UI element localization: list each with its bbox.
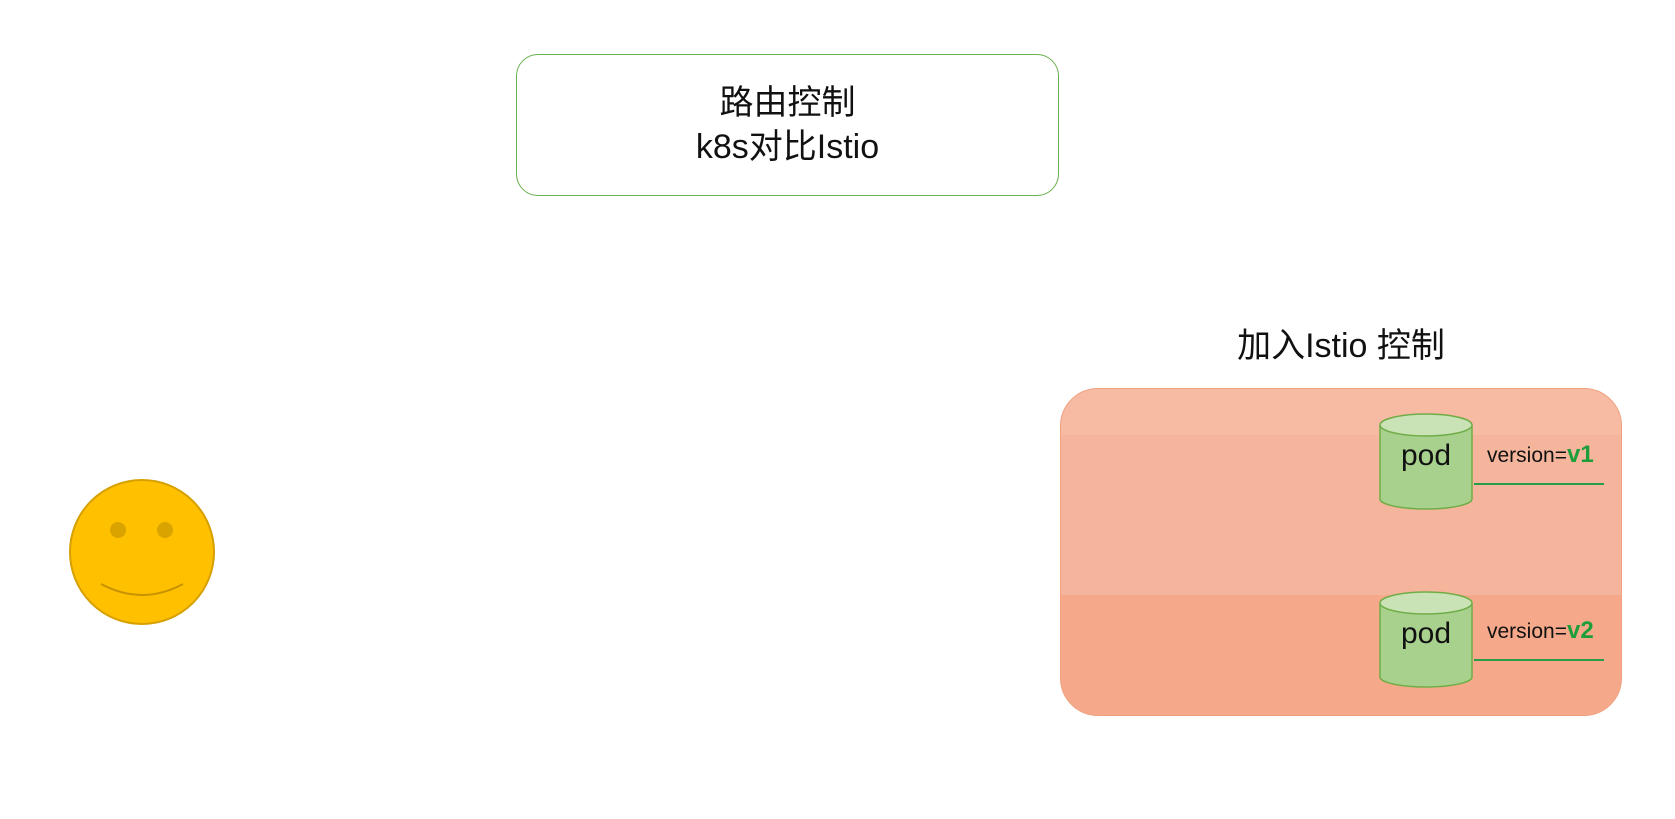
version-label: version=v2 xyxy=(1487,617,1594,645)
region-title: 加入Istio 控制 xyxy=(1237,327,1445,365)
version-label: version=v1 xyxy=(1487,441,1594,469)
version-value: v1 xyxy=(1566,441,1594,468)
title-line-2: k8s对比Istio xyxy=(695,128,880,166)
pod-label: pod xyxy=(1400,617,1452,650)
version-prefix: version= xyxy=(1487,444,1567,467)
smiley-face-icon xyxy=(69,479,215,625)
title-line-1: 路由控制 xyxy=(719,84,856,122)
version-prefix: version= xyxy=(1487,620,1567,643)
istio-region: pod version=v1 pod version=v2 xyxy=(1060,388,1622,716)
title-box: 路由控制 k8s对比Istio xyxy=(516,54,1059,196)
pod-cylinder-icon xyxy=(1379,591,1473,688)
pod-cylinder-icon xyxy=(1379,413,1473,510)
version-connector-line xyxy=(1474,483,1604,485)
pod-label: pod xyxy=(1400,439,1452,472)
version-connector-line xyxy=(1474,659,1604,661)
region-band-top xyxy=(1061,389,1621,435)
version-value: v2 xyxy=(1566,617,1594,644)
region-band-bottom xyxy=(1061,595,1621,715)
